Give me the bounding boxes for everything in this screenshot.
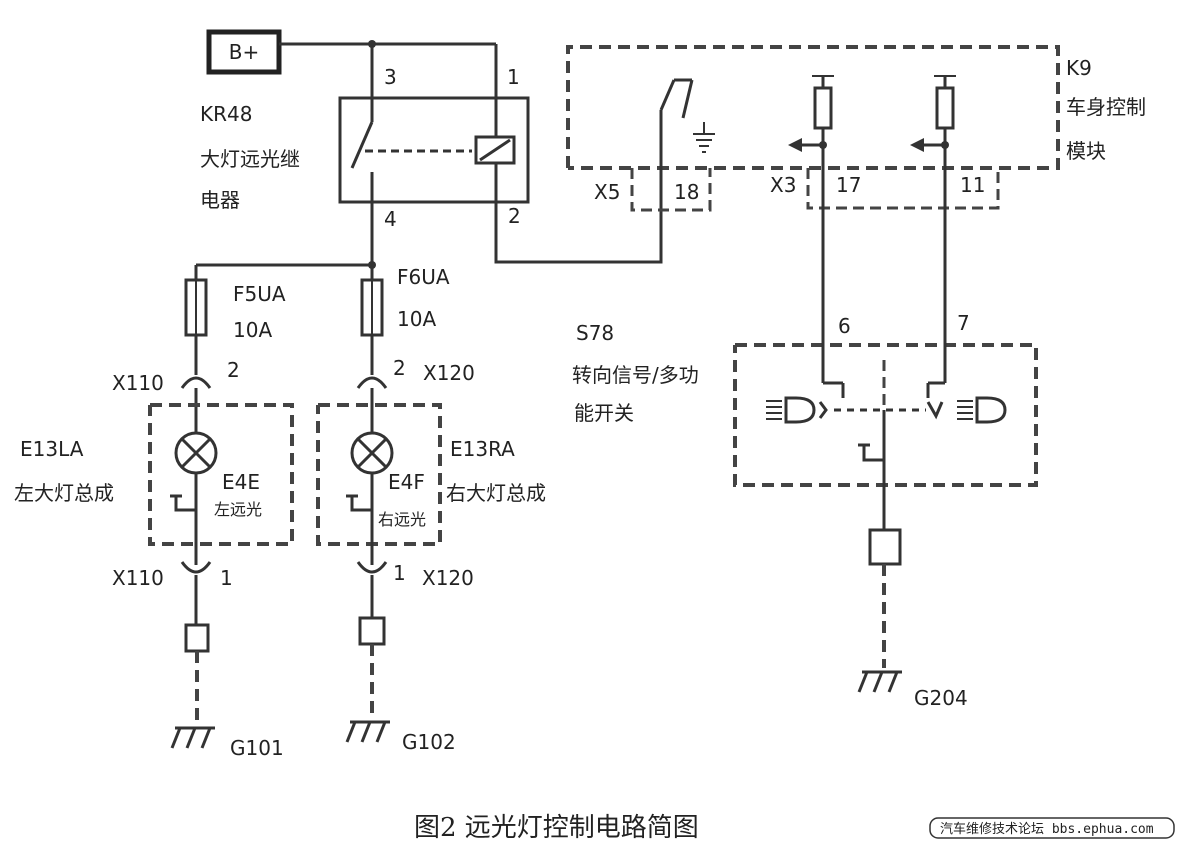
right-bulb-name: 右远光 bbox=[378, 510, 426, 529]
fuse-f5ua: F5UA 10A bbox=[184, 278, 286, 342]
figure-caption: 图2 远光灯控制电路简图 bbox=[414, 813, 699, 843]
relay-id: KR48 bbox=[200, 102, 252, 126]
right-ground: G102 bbox=[402, 730, 456, 754]
fuse-f6-rating: 10A bbox=[397, 307, 436, 331]
right-bulb-id: E4F bbox=[388, 470, 425, 494]
bcm-connector-x5: X5 bbox=[594, 180, 620, 204]
left-pin-bottom: 1 bbox=[220, 566, 233, 590]
switch-id: S78 bbox=[576, 321, 614, 345]
body-control-module-k9: K9 车身控制 模块 X5 18 X3 17 11 bbox=[566, 45, 1146, 330]
bcm-name-line2: 模块 bbox=[1066, 139, 1106, 163]
switch-name-line1: 转向信号/多功 bbox=[572, 363, 699, 387]
relay-pin2: 2 bbox=[508, 204, 521, 228]
relay-coil-control-wire bbox=[494, 178, 663, 264]
bcm-pin-17: 17 bbox=[836, 173, 861, 197]
left-bulb-id: E4E bbox=[222, 470, 260, 494]
bcm-connector-x3: X3 bbox=[770, 173, 796, 197]
multifunction-switch-s78: S78 转向信号/多功 能开关 6 7 G204 bbox=[572, 311, 1038, 710]
right-pin-top: 2 bbox=[393, 356, 406, 380]
fuse-feed-wiring bbox=[194, 202, 376, 280]
right-lamp-circuit: X120 2 E13RA 右大灯总成 E4F 右远光 X120 1 G102 bbox=[316, 335, 546, 754]
left-pin-top: 2 bbox=[227, 358, 240, 382]
left-lamp-circuit: X110 2 E13LA 左大灯总成 E4E 左远光 X110 1 G101 bbox=[14, 335, 294, 760]
relay-kr48: 3 1 4 2 KR48 大灯远光继 电器 bbox=[200, 65, 530, 231]
battery-terminal: B+ bbox=[206, 29, 282, 75]
fuse-f6ua: F6UA 10A bbox=[360, 265, 450, 337]
relay-name-line2: 电器 bbox=[200, 188, 240, 212]
switch-pin-6: 6 bbox=[838, 314, 851, 338]
switch-ground: G204 bbox=[914, 686, 968, 710]
bcm-id: K9 bbox=[1066, 56, 1092, 80]
left-conn-bottom: X110 bbox=[112, 566, 164, 590]
left-assembly-id: E13LA bbox=[20, 437, 84, 461]
battery-label: B+ bbox=[229, 40, 259, 64]
fuse-f5-rating: 10A bbox=[233, 318, 272, 342]
switch-name-line2: 能开关 bbox=[574, 401, 634, 425]
right-conn-top: X120 bbox=[423, 361, 475, 385]
right-assembly-name: 右大灯总成 bbox=[446, 481, 546, 505]
switch-pin-7: 7 bbox=[957, 311, 970, 335]
left-conn-top: X110 bbox=[112, 371, 164, 395]
fuse-f5-id: F5UA bbox=[233, 282, 286, 306]
bcm-pin-11: 11 bbox=[960, 173, 985, 197]
left-assembly-name: 左大灯总成 bbox=[14, 481, 114, 505]
relay-name-line1: 大灯远光继 bbox=[200, 147, 300, 171]
watermark-badge: 汽车维修技术论坛 bbs.ephua.com bbox=[929, 817, 1175, 839]
relay-pin3: 3 bbox=[384, 65, 397, 89]
right-conn-bottom: X120 bbox=[422, 566, 474, 590]
left-ground: G101 bbox=[230, 736, 284, 760]
fuse-f6-id: F6UA bbox=[397, 265, 450, 289]
relay-pin1: 1 bbox=[507, 65, 520, 89]
right-pin-bottom: 1 bbox=[393, 561, 406, 585]
watermark-text: 汽车维修技术论坛 bbs.ephua.com bbox=[940, 821, 1154, 837]
left-bulb-name: 左远光 bbox=[214, 500, 262, 519]
relay-pin4: 4 bbox=[384, 207, 397, 231]
right-assembly-id: E13RA bbox=[450, 437, 515, 461]
bcm-name-line1: 车身控制 bbox=[1066, 95, 1146, 119]
bcm-pin-18: 18 bbox=[674, 180, 699, 204]
supply-wiring bbox=[279, 40, 498, 98]
